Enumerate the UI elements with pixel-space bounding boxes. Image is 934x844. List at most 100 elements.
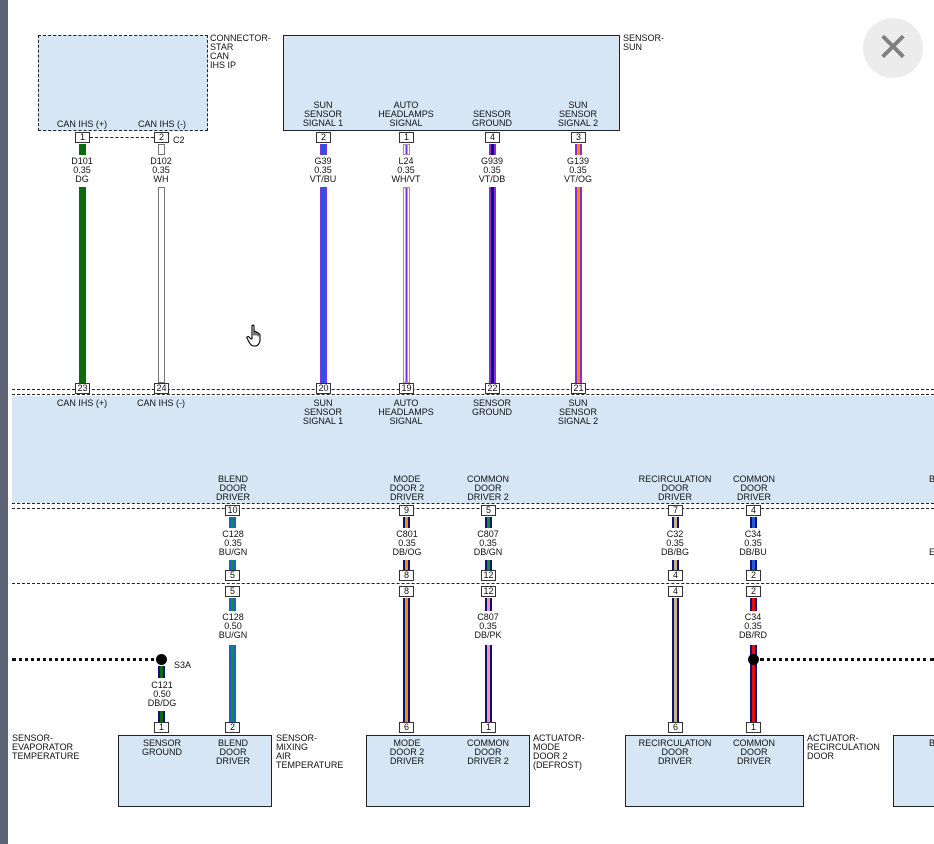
wire-gauge: 0.35 xyxy=(397,165,415,175)
wire-l24 xyxy=(403,187,410,383)
close-button[interactable]: ✕ xyxy=(863,18,923,78)
connector-star-box xyxy=(38,35,208,131)
connector-star-name: CONNECTOR- STAR CAN IHS IP xyxy=(210,33,271,70)
wire-color-code: WH/VT xyxy=(391,174,421,184)
inline-lower-pin: 5 xyxy=(225,586,240,597)
wire-c128-lower xyxy=(229,645,236,722)
inline-upper-pin: 8 xyxy=(399,570,414,581)
wire-c128-mid-stub xyxy=(229,517,236,528)
wire-g939-stub xyxy=(489,144,496,155)
wire-c34-mid-stub xyxy=(750,517,757,528)
module-top-pin-label: SUN SENSOR SIGNAL 1 xyxy=(302,398,344,426)
wire-l24-stub xyxy=(403,144,410,155)
module-top-pin: 20 xyxy=(316,383,331,394)
component-cutoff-box xyxy=(893,735,934,807)
inline-upper-pin: 4 xyxy=(668,570,683,581)
wire-color-code: DB/OG xyxy=(392,547,422,557)
wire-color-code: DG xyxy=(75,174,89,184)
sensor-sun-pin-label: AUTO HEADLAMPS SIGNAL xyxy=(378,100,434,128)
sensor-sun-pin: 2 xyxy=(316,132,331,143)
wire-circuit-label: C32 0.35 DB/BG xyxy=(645,530,705,557)
wire-circuit-label: G939 0.35 VT/DB xyxy=(462,157,522,184)
connector-star-c2-label: C2 xyxy=(173,135,185,145)
wire-circuit-label-cutoff: E xyxy=(929,547,934,557)
module-top-pin-label: AUTO HEADLAMPS SIGNAL xyxy=(378,398,434,426)
module-top-pin-label: SENSOR GROUND xyxy=(472,398,512,417)
module-top-pin-label: SUN SENSOR SIGNAL 2 xyxy=(557,398,599,426)
module-top-pin: 19 xyxy=(399,383,414,394)
sensor-sun-box xyxy=(283,35,620,131)
actuator-recirculation-box xyxy=(625,735,804,807)
wire-g939 xyxy=(489,187,496,383)
wire-d101 xyxy=(79,187,86,383)
connector-star-pin2-label: CAN IHS (-) xyxy=(138,119,186,129)
wire-gauge: 0.35 xyxy=(744,621,762,631)
wire-circuit-label: C121 0.50 DB/DG xyxy=(132,681,192,708)
wire-circuit-label: C34 0.35 DB/BU xyxy=(723,530,783,557)
wire-c34-mid xyxy=(750,560,757,570)
wire-color-code: DB/PK xyxy=(474,630,502,640)
module-bottom-pin: 7 xyxy=(668,505,683,516)
wire-gauge: 0.35 xyxy=(483,165,501,175)
sensor-sun-pin-label: SUN SENSOR SIGNAL 1 xyxy=(302,100,344,128)
wire-color-code: BU/GN xyxy=(218,547,248,557)
connector-star-pin-link xyxy=(90,137,154,138)
actuator-mode-door-box xyxy=(366,735,530,807)
module-bottom-pin-label: COMMON DOOR DRIVER xyxy=(733,474,775,502)
wire-gauge: 0.35 xyxy=(744,538,762,548)
wire-circuit: C121 xyxy=(151,680,173,690)
wire-circuit-label: D102 0.35 WH xyxy=(131,157,191,184)
wire-color-code: WH xyxy=(153,174,169,184)
wire-circuit: G139 xyxy=(566,156,590,166)
wire-d102-stub xyxy=(158,144,165,155)
ground-bus-left xyxy=(12,658,162,661)
wire-color-code: DB/BU xyxy=(739,547,767,557)
module-top-pin-label: CAN IHS (-) xyxy=(137,398,185,408)
component-pin-label: MODE DOOR 2 DRIVER xyxy=(389,738,425,766)
close-icon: ✕ xyxy=(876,25,910,71)
wire-color-code: VT/BU xyxy=(309,174,337,184)
module-top-pin-label: CAN IHS (+) xyxy=(56,398,108,408)
component-pin-label: BLEND DOOR DRIVER xyxy=(215,738,250,766)
wire-circuit-label: C128 0.35 BU/GN xyxy=(203,530,263,557)
component-pin: 1 xyxy=(481,722,496,733)
wire-color-code: DB/BG xyxy=(660,547,689,557)
wire-color-code: DB/DG xyxy=(147,698,177,708)
wire-color-code: DB/GN xyxy=(473,547,503,557)
inline-lower-pin: 4 xyxy=(668,586,683,597)
sensor-sun-name: SENSOR- SUN xyxy=(623,33,665,52)
sensor-sun-pin: 1 xyxy=(399,132,414,143)
inline-lower-pin: 8 xyxy=(399,586,414,597)
wire-c807-mid-stub xyxy=(485,517,492,528)
sensor-mixing-air-box xyxy=(118,735,272,807)
wire-g139 xyxy=(575,187,582,383)
wire-c807-lower-stub xyxy=(485,598,492,611)
wire-circuit-label: D101 0.35 DG xyxy=(52,157,112,184)
wire-c801-lower xyxy=(403,598,410,722)
wire-g39 xyxy=(320,187,327,383)
splice-s3a-label: S3A xyxy=(174,660,192,670)
inline-upper-pin: 2 xyxy=(746,570,761,581)
wiring-diagram-sheet: CONNECTOR- STAR CAN IHS IP CAN IHS (+) C… xyxy=(8,0,934,844)
module-bottom-pin-label: MODE DOOR 2 DRIVER xyxy=(389,474,425,502)
connector-star-pin1-label: CAN IHS (+) xyxy=(56,119,108,129)
sensor-sun-pin-label: SUN SENSOR SIGNAL 2 xyxy=(557,100,599,128)
splice-c34 xyxy=(748,654,759,665)
wire-g139-stub xyxy=(575,144,582,155)
wire-c128-lower-stub xyxy=(229,598,236,611)
wire-d102 xyxy=(158,187,165,383)
wire-gauge: 0.35 xyxy=(479,621,497,631)
wire-circuit: C128 xyxy=(222,529,244,539)
sensor-sun-pin: 4 xyxy=(485,132,500,143)
component-name: ACTUATOR- RECIRCULATION DOOR xyxy=(807,733,880,761)
wire-gauge: 0.50 xyxy=(224,621,242,631)
wire-circuit: C807 xyxy=(477,612,499,622)
module-bottom-pin: 4 xyxy=(746,505,761,516)
component-pin: 1 xyxy=(746,722,761,733)
wire-c121 xyxy=(158,711,165,722)
sensor-sun-pin: 3 xyxy=(571,132,586,143)
wire-circuit: C128 xyxy=(222,612,244,622)
wire-c32-mid xyxy=(672,560,679,570)
wire-circuit-label: L24 0.35 WH/VT xyxy=(376,157,436,184)
wire-circuit-label: C807 0.35 DB/GN xyxy=(458,530,518,557)
